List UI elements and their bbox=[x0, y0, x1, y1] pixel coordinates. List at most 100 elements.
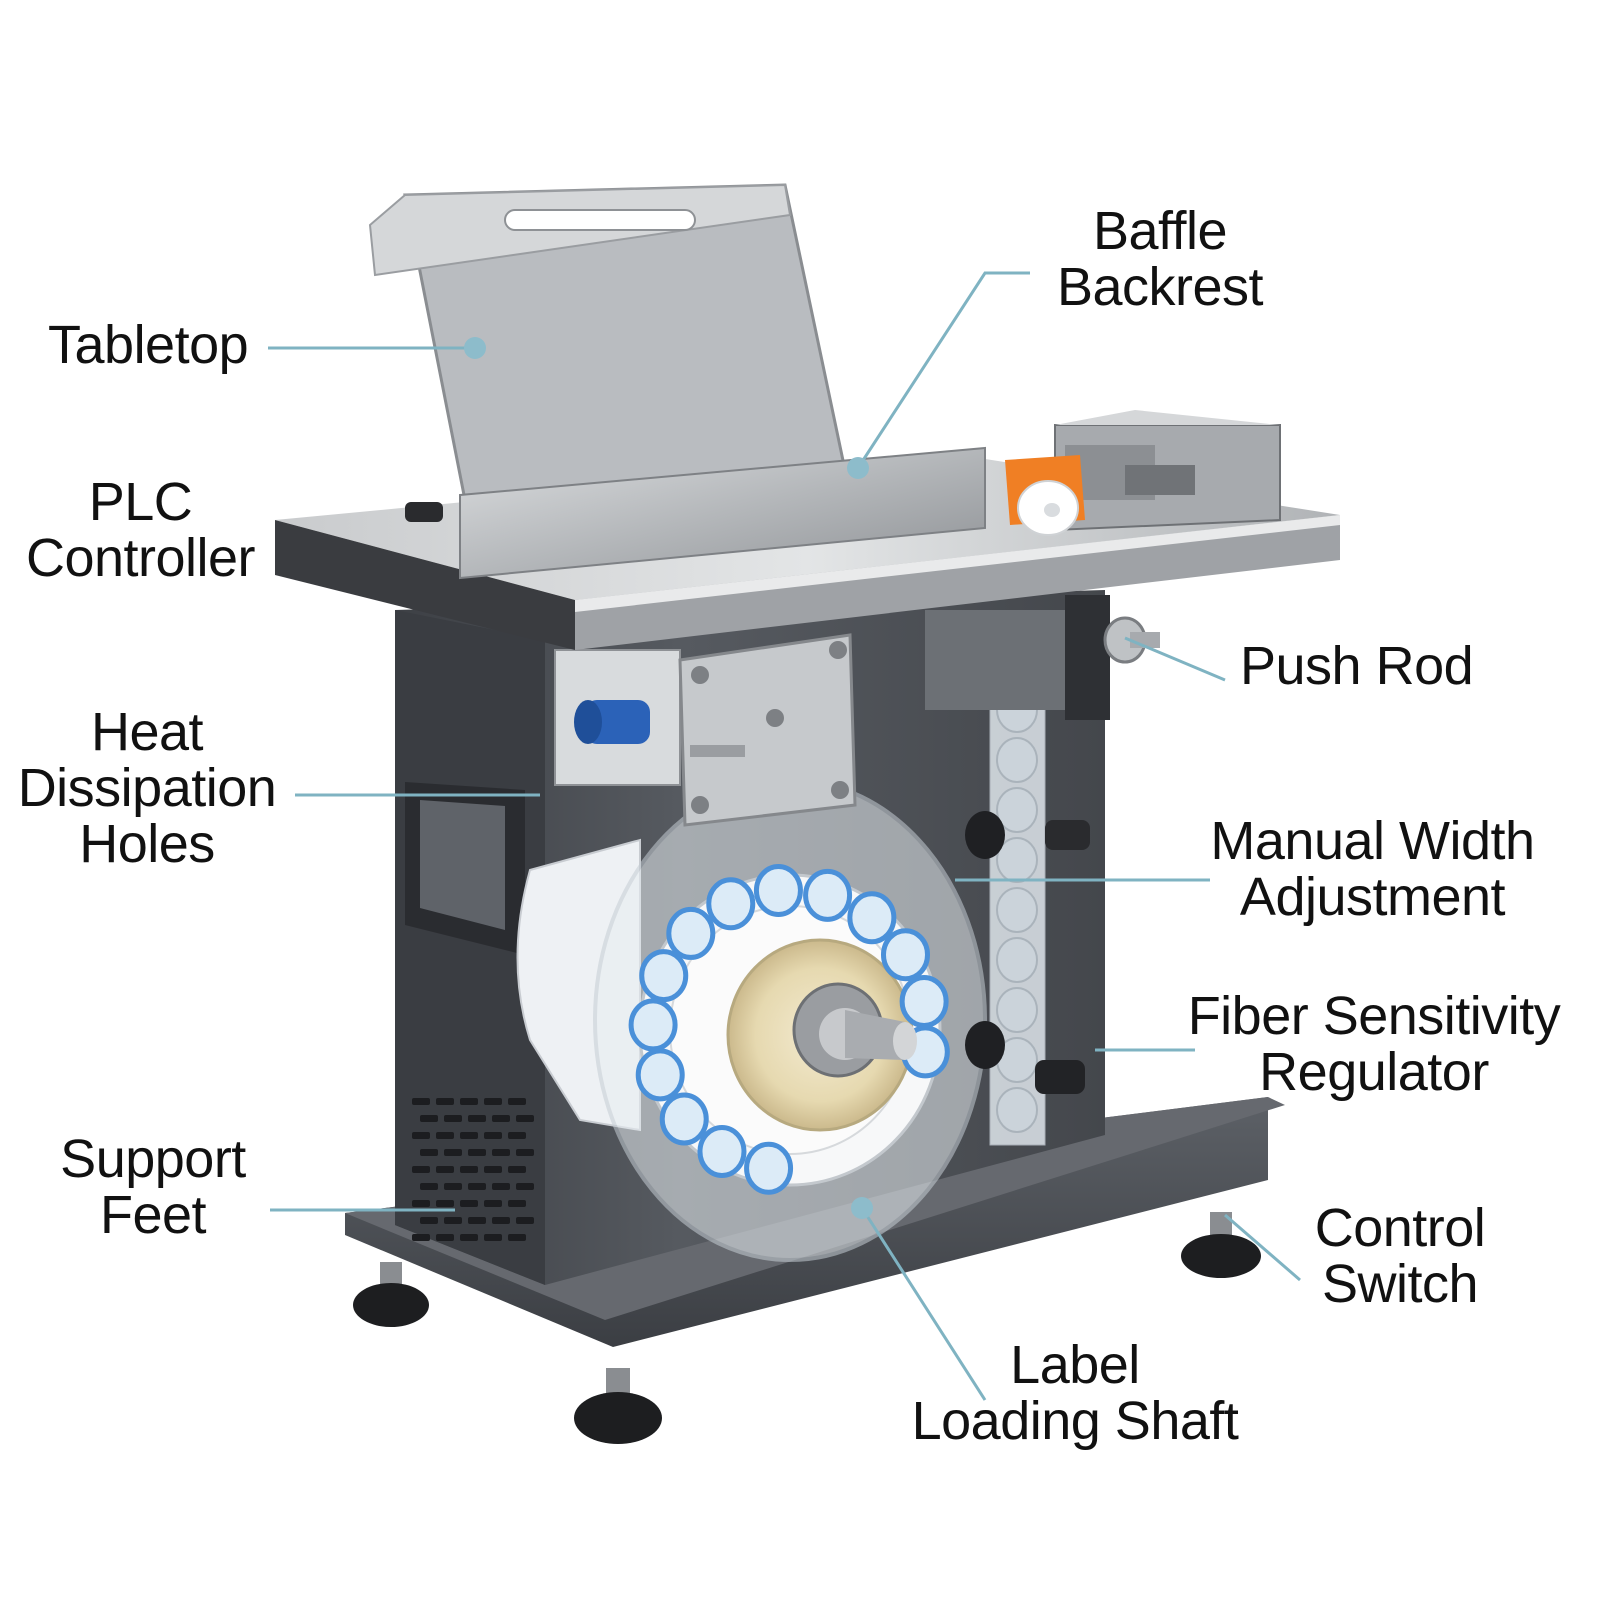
vent-slot bbox=[484, 1166, 502, 1173]
foot-left bbox=[353, 1262, 429, 1327]
web-label bbox=[996, 987, 1038, 1033]
callout-manual-width-adjustment-line-1: Manual Width bbox=[1210, 811, 1535, 871]
vent-slot bbox=[492, 1115, 510, 1122]
roll-label bbox=[635, 1048, 685, 1102]
vent-slot bbox=[444, 1183, 462, 1190]
callout-manual-width-adjustment-line-2: Adjustment bbox=[1239, 867, 1506, 927]
roll-label bbox=[753, 864, 803, 918]
roll-label bbox=[880, 928, 930, 982]
callout-manual-width-adjustment: Manual Width Adjustment bbox=[1205, 813, 1540, 925]
callout-support-feet: Support Feet bbox=[48, 1131, 258, 1243]
leader-baffle-backrest bbox=[856, 271, 1030, 469]
leader-label-loading-shaft-dot bbox=[851, 1197, 873, 1219]
roll-label-ring bbox=[628, 864, 950, 1195]
vent-slot bbox=[508, 1098, 526, 1105]
web-label bbox=[996, 787, 1038, 833]
callout-label-loading-shaft-line-2: Loading Shaft bbox=[911, 1391, 1239, 1451]
callout-fiber-sensitivity-regulator-line-1: Fiber Sensitivity bbox=[1187, 986, 1561, 1046]
vent-slot bbox=[516, 1217, 534, 1224]
callout-control-switch: Control Switch bbox=[1300, 1200, 1500, 1312]
vent-slot bbox=[484, 1200, 502, 1207]
vent-slot bbox=[484, 1132, 502, 1139]
vent-slot bbox=[436, 1098, 454, 1105]
callout-plc-controller-line-2: Controller bbox=[25, 528, 256, 588]
leader-baffle-backrest-dot bbox=[847, 457, 869, 479]
vent-slot bbox=[444, 1115, 462, 1122]
web-label bbox=[996, 887, 1038, 933]
callout-fiber-sensitivity-regulator: Fiber Sensitivity Regulator bbox=[1185, 988, 1563, 1100]
callout-support-feet-line-2: Feet bbox=[99, 1185, 207, 1245]
leader-tabletop-dot bbox=[464, 337, 486, 359]
callout-baffle-backrest: Baffle Backrest bbox=[1045, 203, 1275, 315]
roller-assembly bbox=[554, 633, 857, 827]
vent-slot bbox=[516, 1149, 534, 1156]
vent-slot bbox=[492, 1183, 510, 1190]
width-adjust-knob bbox=[965, 811, 1090, 859]
vent-slot bbox=[492, 1217, 510, 1224]
callout-push-rod: Push Rod bbox=[1240, 636, 1474, 696]
vent-slot bbox=[492, 1149, 510, 1156]
baffle-backrest-plate bbox=[459, 446, 986, 580]
callout-fiber-sensitivity-regulator-line-2: Regulator bbox=[1259, 1042, 1489, 1102]
callout-baffle-backrest-line-1: Baffle bbox=[1092, 201, 1228, 261]
vent-slot bbox=[508, 1200, 526, 1207]
vent-slot bbox=[468, 1217, 486, 1224]
vent-slot bbox=[508, 1166, 526, 1173]
roll-label bbox=[659, 1092, 709, 1146]
callout-tabletop-line-1: Tabletop bbox=[48, 315, 249, 375]
vent-slot bbox=[420, 1149, 438, 1156]
vent-slot bbox=[468, 1183, 486, 1190]
applicator-head bbox=[1054, 410, 1281, 532]
roll-label bbox=[639, 949, 689, 1003]
vent-slot bbox=[412, 1200, 430, 1207]
roll-label bbox=[697, 1125, 747, 1179]
callout-heat-dissipation-holes-line-3: Holes bbox=[79, 814, 215, 874]
vent-slot bbox=[460, 1166, 478, 1173]
callout-baffle-backrest-line-2: Backrest bbox=[1056, 257, 1264, 317]
callout-push-rod-line-1: Push Rod bbox=[1240, 636, 1474, 696]
support-feet bbox=[353, 1212, 1261, 1444]
tabletop-lid bbox=[368, 183, 847, 502]
vent-slot bbox=[468, 1115, 486, 1122]
label-loading-shaft bbox=[792, 982, 917, 1078]
callout-plc-controller-line-1: PLC bbox=[88, 472, 193, 532]
heat-dissipation-vents bbox=[412, 1098, 534, 1241]
callout-label-loading-shaft: Label Loading Shaft bbox=[905, 1337, 1245, 1449]
vent-slot bbox=[516, 1115, 534, 1122]
vent-slot bbox=[516, 1183, 534, 1190]
vent-slot bbox=[420, 1115, 438, 1122]
foot-right bbox=[1181, 1212, 1261, 1278]
leader-label-loading-shaft bbox=[860, 1207, 987, 1401]
vent-slot bbox=[508, 1132, 526, 1139]
vent-slot bbox=[468, 1149, 486, 1156]
callout-heat-dissipation-holes-line-1: Heat bbox=[90, 702, 204, 762]
callout-plc-controller: PLC Controller bbox=[18, 474, 263, 586]
roll-label bbox=[744, 1141, 794, 1195]
callout-leaders bbox=[268, 271, 1301, 1401]
web-label bbox=[996, 737, 1038, 783]
vent-slot bbox=[460, 1234, 478, 1241]
roll-label bbox=[899, 974, 949, 1028]
callout-heat-dissipation-holes: Heat Dissipation Holes bbox=[12, 704, 282, 872]
vent-slot bbox=[484, 1098, 502, 1105]
callout-control-switch-line-1: Control bbox=[1314, 1198, 1486, 1258]
vent-slot bbox=[412, 1098, 430, 1105]
roll-label bbox=[847, 891, 897, 945]
product-sample bbox=[1005, 455, 1085, 536]
vent-slot bbox=[484, 1234, 502, 1241]
vent-slot bbox=[444, 1149, 462, 1156]
roll-label bbox=[706, 877, 756, 931]
foot-front bbox=[574, 1368, 662, 1444]
label-roll bbox=[638, 873, 942, 1187]
callout-support-feet-line-1: Support bbox=[60, 1129, 246, 1189]
vent-slot bbox=[460, 1132, 478, 1139]
leader-control-switch bbox=[1224, 1213, 1301, 1282]
web-label bbox=[996, 837, 1038, 883]
web-label bbox=[996, 1087, 1038, 1133]
label-web-labels bbox=[996, 687, 1038, 1133]
vent-slot bbox=[460, 1098, 478, 1105]
vent-slot bbox=[436, 1234, 454, 1241]
vent-slot bbox=[412, 1234, 430, 1241]
vent-slot bbox=[420, 1217, 438, 1224]
